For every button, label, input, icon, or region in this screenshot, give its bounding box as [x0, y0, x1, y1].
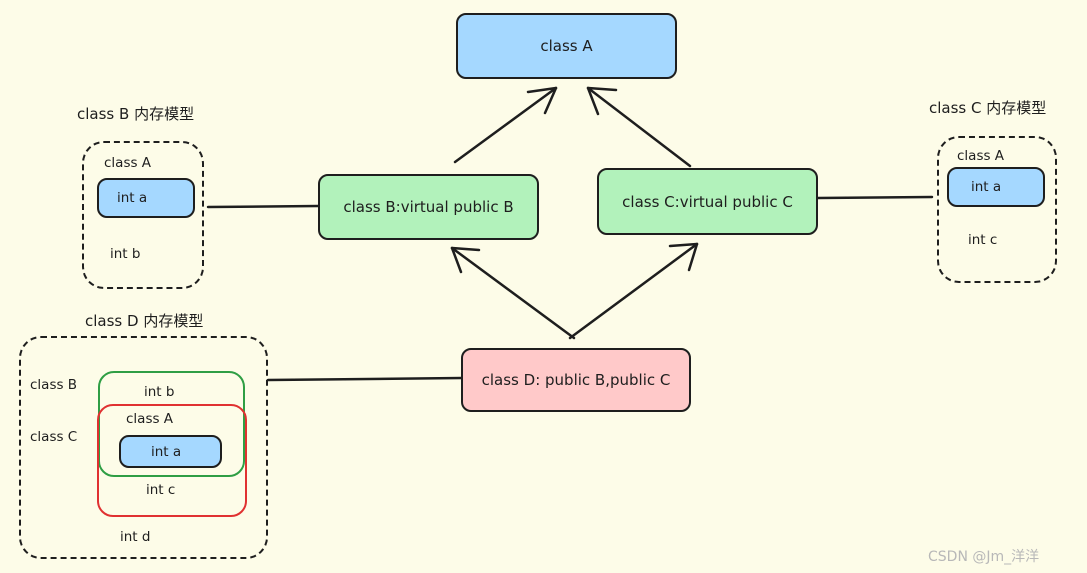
memory-d-class-b-label: class B	[30, 377, 78, 393]
memory-c-frame	[937, 136, 1057, 283]
arrow-c-to-a	[586, 86, 692, 168]
memory-d-int-b: int b	[144, 384, 175, 400]
class-a-node: class A	[456, 13, 677, 79]
arrow-d-to-c-head	[668, 242, 699, 272]
line-memb-to-b	[206, 204, 320, 209]
arrow-b-to-a-head	[526, 86, 558, 115]
arrow-b-to-a	[453, 86, 558, 164]
watermark: CSDN @Jm_洋洋	[928, 549, 1040, 565]
class-a-label: class A	[540, 37, 593, 55]
class-d-node: class D: public B,public C	[461, 348, 691, 412]
memory-d-class-c-frame	[97, 404, 247, 517]
memory-d-int-a-label: int a	[151, 443, 182, 460]
arrow-d-to-b-head	[450, 246, 481, 274]
memory-d-int-d: int d	[120, 529, 151, 545]
memory-d-title: class D 内存模型	[85, 312, 204, 330]
class-d-label: class D: public B,public C	[481, 371, 671, 389]
arrow-c-to-a-head	[586, 86, 618, 116]
memory-c-title: class C 内存模型	[929, 99, 1047, 117]
memory-c-inner-class: class A	[957, 148, 1005, 164]
memory-b-title: class B 内存模型	[77, 105, 195, 123]
memory-d-int-c: int c	[146, 482, 176, 498]
class-c-label: class C:virtual public C	[622, 192, 793, 211]
memory-c-int-c: int c	[968, 232, 998, 248]
memory-b-int-a-label: int a	[117, 190, 148, 206]
memory-d-inner-class: class A	[126, 411, 174, 427]
memory-d-class-b-frame	[98, 371, 245, 477]
arrow-d-to-b	[450, 246, 576, 340]
memory-d-class-c-label: class C	[30, 429, 78, 445]
class-c-node: class C:virtual public C	[597, 168, 818, 235]
memory-b-int-b: int b	[110, 246, 141, 262]
memory-b-frame	[82, 141, 204, 289]
line-memd-to-d	[266, 376, 464, 382]
memory-b-inner-class: class A	[104, 155, 152, 171]
class-b-node: class B:virtual public B	[318, 174, 539, 240]
arrow-d-to-c	[568, 242, 699, 340]
memory-b-int-a: int a	[97, 178, 195, 218]
line-c-to-memc	[816, 195, 934, 200]
class-b-label: class B:virtual public B	[343, 198, 514, 216]
memory-d-frame	[19, 336, 268, 559]
memory-c-int-a: int a	[947, 167, 1045, 207]
memory-d-int-a: int a	[119, 435, 222, 468]
memory-c-int-a-label: int a	[971, 179, 1002, 195]
